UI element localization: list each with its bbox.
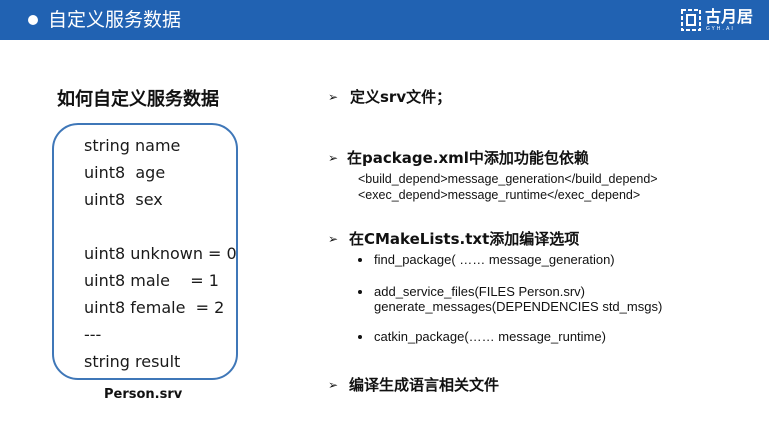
code-line: <build_depend>message_generation</build_… — [358, 172, 658, 186]
section-heading: 如何自定义服务数据 — [57, 89, 219, 110]
srv-line: uint8 sex — [84, 190, 163, 209]
brand-logo: 古月居 GYH.AI — [681, 8, 761, 34]
bullet-icon — [358, 335, 362, 339]
bullet-text: catkin_package(…… message_runtime) — [374, 329, 606, 344]
srv-line: uint8 age — [84, 163, 166, 182]
page-title: 自定义服务数据 — [48, 9, 182, 31]
srv-line: uint8 female = 2 — [84, 298, 225, 317]
srv-file-box — [52, 123, 238, 380]
srv-line: string result — [84, 352, 181, 371]
bullet-icon — [358, 290, 362, 294]
bullet-text: add_service_files(FILES Person.srv) — [374, 284, 585, 299]
step-title: 在CMakeLists.txt添加编译选项 — [349, 230, 580, 248]
logo-icon — [681, 9, 701, 31]
srv-line: uint8 unknown = 0 — [84, 244, 237, 263]
arrow-right-icon: ➢ — [328, 232, 339, 246]
bullet-dot-icon — [28, 15, 38, 25]
arrow-right-icon: ➢ — [328, 90, 339, 104]
step-title: 编译生成语言相关文件 — [349, 376, 500, 394]
logo-text: 古月居 — [705, 7, 754, 26]
code-line: <exec_depend>message_runtime</exec_depen… — [358, 188, 641, 202]
srv-line: --- — [84, 325, 102, 344]
step-title: 定义srv文件； — [350, 88, 452, 106]
srv-caption: Person.srv — [104, 387, 183, 402]
srv-line: string name — [84, 136, 181, 155]
bullet-text: generate_messages(DEPENDENCIES std_msgs) — [374, 299, 663, 314]
bullet-icon — [358, 258, 362, 262]
srv-line: uint8 male = 1 — [84, 271, 219, 290]
step-title: 在package.xml中添加功能包依赖 — [347, 149, 589, 167]
logo-subtext: GYH.AI — [706, 26, 735, 32]
bullet-text: find_package( …… message_generation) — [374, 252, 615, 267]
arrow-right-icon: ➢ — [328, 378, 339, 392]
header-bar: 自定义服务数据 古月居 GYH.AI — [0, 0, 769, 40]
arrow-right-icon: ➢ — [328, 151, 339, 165]
